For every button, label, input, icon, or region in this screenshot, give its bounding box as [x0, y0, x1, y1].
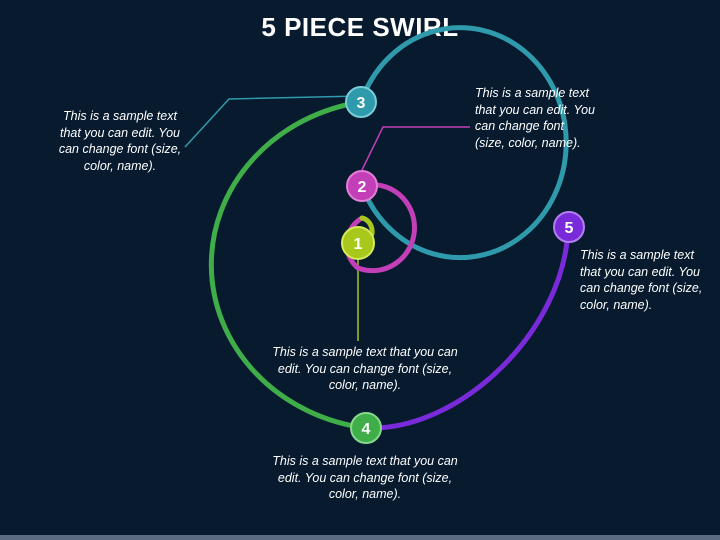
slide-title: 5 PIECE SWIRL	[261, 12, 459, 42]
marker-5-label: 5	[565, 220, 574, 237]
swirl-segment-5	[363, 225, 571, 431]
caption-2: This is a sample text that you can edit.…	[475, 86, 596, 150]
marker-1-label: 1	[354, 236, 363, 253]
marker-5: 5	[553, 211, 585, 243]
swirl-segment-4	[208, 99, 369, 431]
marker-4-label: 4	[362, 421, 371, 438]
marker-3: 3	[345, 86, 377, 118]
caption-5: This is a sample text that you can edit.…	[580, 248, 703, 312]
marker-2: 2	[346, 170, 378, 202]
caption-1: This is a sample text that you can edit.…	[272, 345, 458, 392]
marker-2-label: 2	[358, 179, 367, 196]
bottom-bar	[0, 535, 720, 540]
swirl-segment-3	[358, 25, 569, 261]
marker-3-label: 3	[357, 95, 366, 112]
connector-3	[184, 95, 362, 148]
connector-2	[361, 126, 470, 171]
swirl-segment-1	[359, 215, 375, 237]
caption-4: This is a sample text that you can edit.…	[272, 454, 458, 501]
marker-4: 4	[350, 412, 382, 444]
marker-1: 1	[341, 226, 375, 260]
caption-3: This is a sample text that you can edit.…	[58, 109, 182, 173]
